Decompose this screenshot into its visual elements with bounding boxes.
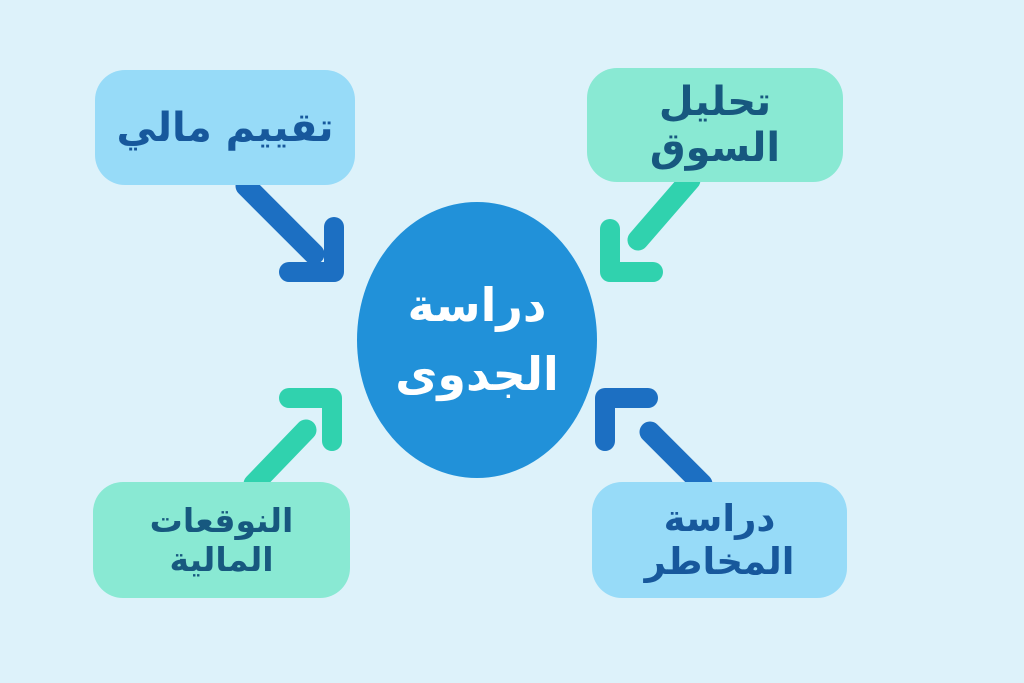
center-label-line1: دراسة [407, 278, 547, 332]
node-market-analysis: تحليل السوق [587, 68, 843, 182]
center-node-feasibility-study: دراسة الجدوى [357, 202, 597, 478]
node-risk-study-label: دراسة المخاطر [644, 497, 795, 583]
node-financial-evaluation-label: تقييم مالي [116, 104, 334, 151]
arrow-financial-evaluation-to-center [235, 175, 344, 282]
node-financial-evaluation: تقييم مالي [95, 70, 355, 185]
center-label-line2: الجدوى [395, 347, 559, 401]
arrow-financial-projections-to-center [243, 388, 342, 495]
node-risk-study: دراسة المخاطر [592, 482, 847, 598]
arrow-market-analysis-to-center [600, 169, 701, 282]
node-market-analysis-label: تحليل السوق [649, 79, 781, 171]
node-financial-projections: النوقعات المالية [93, 482, 350, 598]
arrow-risk-study-to-center [595, 388, 713, 495]
node-financial-projections-label: النوقعات المالية [149, 501, 294, 579]
